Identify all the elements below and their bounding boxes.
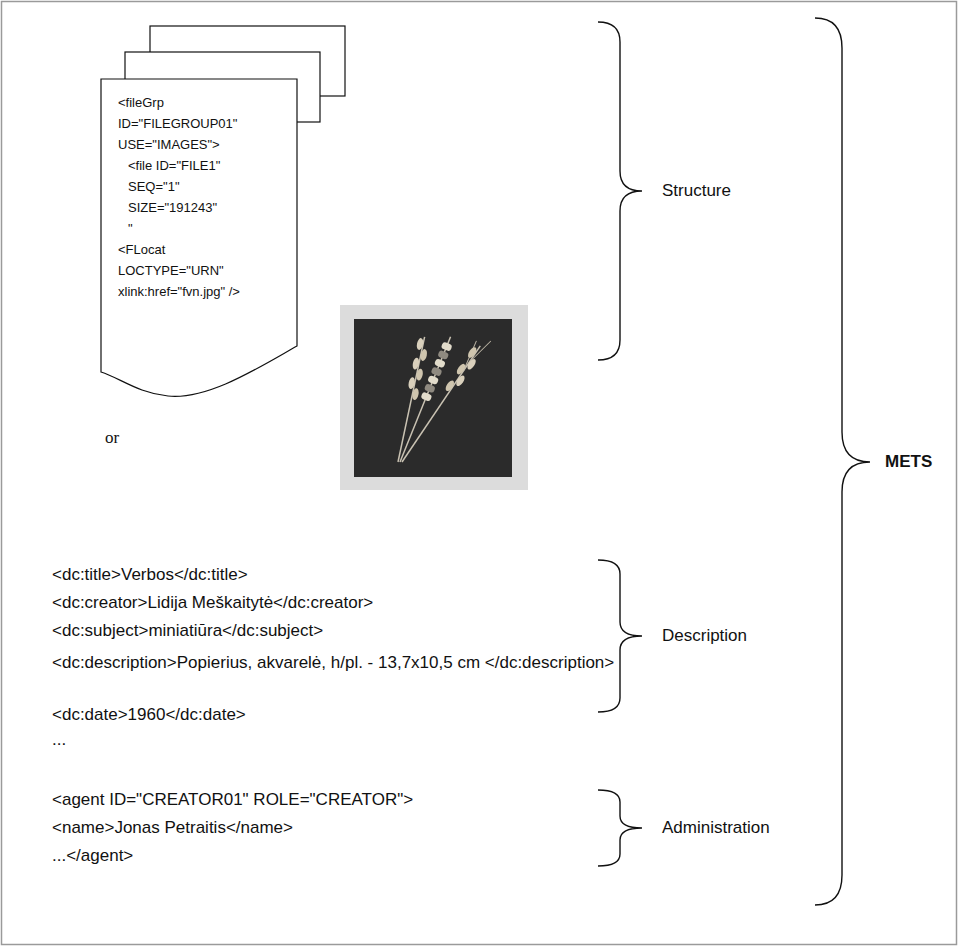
brace-label: Description <box>662 626 747 646</box>
brace <box>598 22 642 360</box>
xml-text: ... <box>52 730 66 750</box>
photo <box>340 305 528 490</box>
xml-text: <agent ID="CREATOR01" ROLE="CREATOR"> <box>52 790 413 810</box>
code-page: <fileGrp ID="FILEGROUP01" USE="IMAGES"><… <box>100 78 298 398</box>
code-text: <FLocat LOCTYPE="URN" xlink:href="fvn.jp… <box>118 239 266 302</box>
brace-label: METS <box>885 452 932 472</box>
brace <box>815 18 870 905</box>
xml-text: <dc:creator>Lidija Meškaitytė</dc:creato… <box>52 593 373 613</box>
brace <box>598 560 642 712</box>
code-text: <file ID="FILE1" SEQ="1" SIZE="191243" <box>128 155 248 218</box>
xml-text: <dc:title>Verbos</dc:title> <box>52 565 248 585</box>
code-text: " <box>128 218 248 239</box>
xml-text: <dc:date>1960</dc:date> <box>52 705 246 725</box>
brace <box>598 790 642 866</box>
brace-label: Structure <box>662 181 731 201</box>
code-text: <fileGrp ID="FILEGROUP01" USE="IMAGES"> <box>118 92 258 155</box>
xml-text: or <box>105 428 119 448</box>
xml-text: <name>Jonas Petraitis</name> <box>52 818 293 838</box>
page-border <box>101 79 297 396</box>
xml-text: ...</agent> <box>52 846 133 866</box>
brace-label: Administration <box>662 818 770 838</box>
xml-text: <dc:description>Popierius, akvarelė, h/p… <box>52 649 622 677</box>
xml-text: <dc:subject>miniatiūra</dc:subject> <box>52 621 323 641</box>
